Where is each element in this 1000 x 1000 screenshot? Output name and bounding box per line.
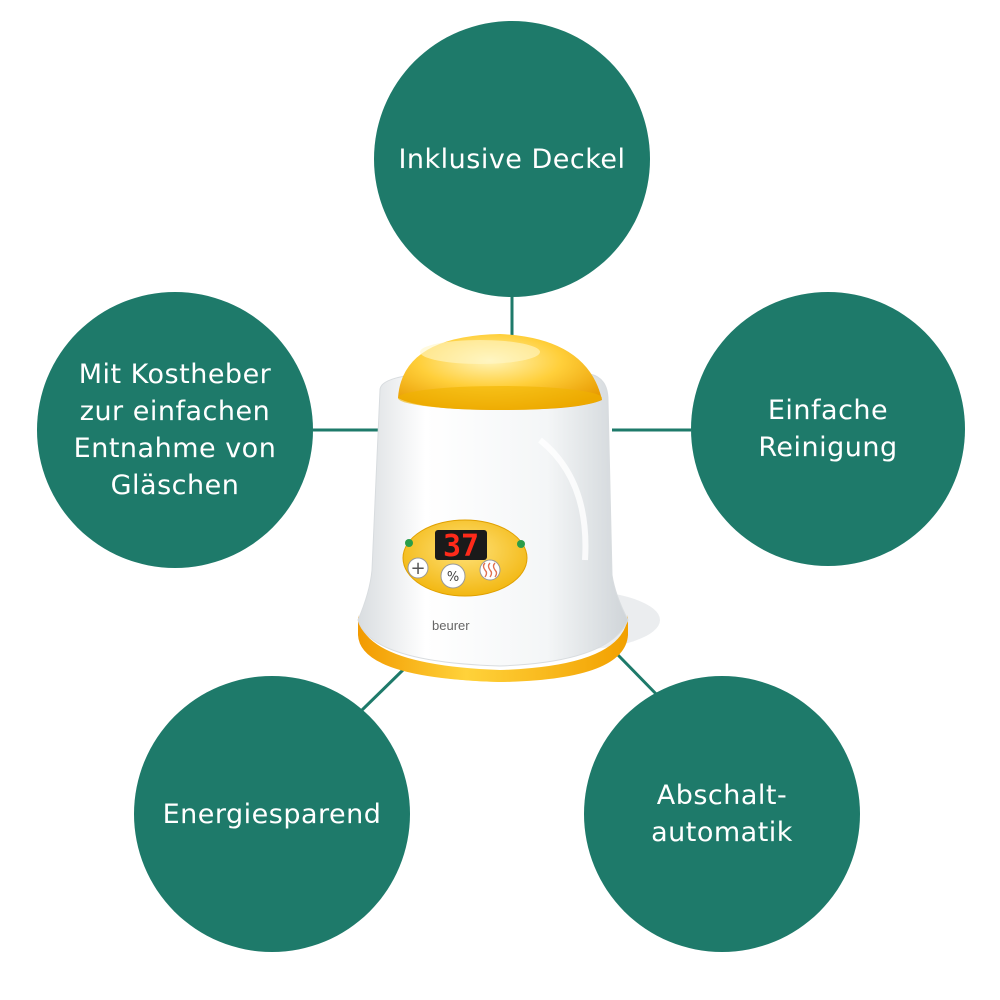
feature-circle-energy-saving: Energiesparend xyxy=(134,676,410,952)
indicator-led-right xyxy=(517,540,525,548)
feature-text-energy-saving: Energiesparend xyxy=(162,798,382,830)
svg-text:%: % xyxy=(447,570,459,585)
bottle-warmer-image: 37 + % beurer xyxy=(357,334,660,682)
power-button xyxy=(440,563,466,589)
feature-circle-cleaning: Einfache Reinigung xyxy=(691,292,965,566)
feature-circle-auto-shutoff: Abschalt- automatik xyxy=(584,676,860,952)
feature-text-food-lifter: Mit Kostheber zur einfachen Entnahme von… xyxy=(73,359,277,501)
feature-text-cleaning: Einfache Reinigung xyxy=(758,395,898,463)
display-digits: 37 xyxy=(443,529,479,564)
feature-text-auto-shutoff: Abschalt- automatik xyxy=(651,780,793,848)
svg-text:+: + xyxy=(410,558,425,579)
feature-text-lid: Inklusive Deckel xyxy=(398,143,626,175)
feature-circle-lid: Inklusive Deckel xyxy=(374,21,650,297)
device-body xyxy=(357,373,629,667)
feature-circle-food-lifter: Mit Kostheber zur einfachen Entnahme von… xyxy=(37,292,313,568)
brand-logo: beurer xyxy=(432,618,470,633)
indicator-led-left xyxy=(405,539,413,547)
plus-button xyxy=(407,557,429,579)
temperature-display xyxy=(435,530,487,560)
